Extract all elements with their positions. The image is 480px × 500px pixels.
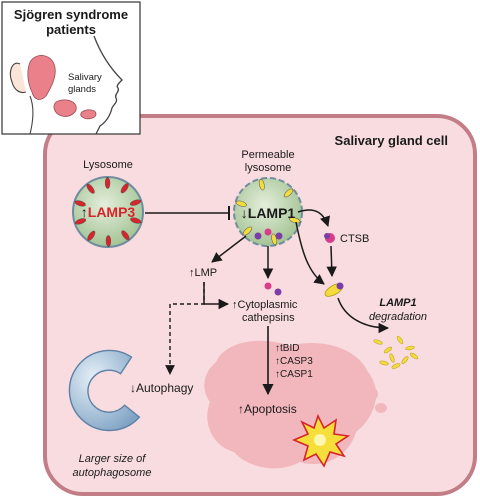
permeable-lysosome: Permeable lysosome ↓LAMP1 <box>233 149 303 247</box>
cell-title: Salivary gland cell <box>335 133 448 148</box>
lamp3-protein <box>130 217 142 224</box>
lamp1-fragment <box>373 339 383 345</box>
cathepsins-text: Cytoplasmic <box>238 299 298 311</box>
submandibular-gland <box>53 99 77 117</box>
autophagosome-caption-line1: Larger size of <box>79 453 147 465</box>
cathepsin-dot <box>264 228 272 236</box>
cathepsin-dot <box>264 282 272 290</box>
arrow-lysosome-to-lmp <box>211 235 247 263</box>
autophagy-text: Autophagy <box>136 381 193 395</box>
inset-label-line1: Salivary <box>68 72 102 83</box>
lamp1-fragment <box>383 346 393 354</box>
neck-outline <box>29 95 34 135</box>
lamp1-protein <box>242 226 253 236</box>
dashed-path-lmp-to-autophagy <box>165 282 205 375</box>
lamp3-protein <box>105 235 112 247</box>
lamp1-protein <box>258 179 265 191</box>
cathepsins-line2: cathepsins <box>242 312 295 324</box>
apoptosis-text: Apoptosis <box>244 402 297 416</box>
lamp1-fragment <box>389 353 395 363</box>
lamp3-arrow: ↑ <box>81 204 88 220</box>
lysosome-label: Lysosome <box>83 159 133 171</box>
apoptosis-label: ↑Apoptosis <box>238 402 297 416</box>
inset-title-line2: patients <box>46 22 96 37</box>
lamp3-marker: ↑LAMP3 <box>81 204 136 220</box>
lamp1-fragment <box>391 363 401 369</box>
mediator-casp3: ↑CASP3 <box>275 356 313 367</box>
lamp1-proteins <box>235 178 301 246</box>
apoptotic-fragment <box>222 369 230 375</box>
arrow-lysosome-to-ctsb <box>297 209 330 227</box>
apoptotic-fragment-blobs <box>222 369 387 413</box>
lamp1-fragment <box>401 356 409 364</box>
apoptosis-mediators: ↑tBID ↑CASP3 ↑CASP1 <box>275 343 313 380</box>
lamp1-marker: ↓LAMP1 <box>241 205 296 221</box>
sublingual-gland <box>80 109 97 120</box>
lamp1-fragment <box>396 335 404 345</box>
escaping-cathepsins <box>254 228 283 240</box>
cathepsin-dot <box>254 232 262 240</box>
parotid-gland <box>27 55 56 100</box>
ctsb: CTSB <box>297 209 369 278</box>
ctsb-bound-icon <box>336 282 344 290</box>
autophagy-arrow: ↓ <box>130 381 136 395</box>
permeable-lysosome-label-line2: lysosome <box>245 162 291 174</box>
ctsb-icon-inner <box>324 233 330 239</box>
mediator-tbid: ↑tBID <box>275 343 299 354</box>
lamp3-protein <box>86 183 95 194</box>
lamp1-protein <box>271 233 278 245</box>
lamp1-fragments <box>373 335 419 369</box>
cathepsins-arrow: ↑ <box>232 299 238 311</box>
autophagosome-caption-line2: autophagosome <box>73 467 152 479</box>
lamp1-protein <box>283 188 294 198</box>
lamp1-label: LAMP1 <box>248 205 296 221</box>
lamp3-protein <box>120 183 129 194</box>
lmp-text: LMP <box>195 267 218 279</box>
lamp1-fragment <box>379 360 389 366</box>
ctsb-label: CTSB <box>340 233 369 245</box>
inset-title-line1: Sjögren syndrome <box>14 7 128 22</box>
apoptotic-fragment <box>375 403 387 413</box>
lmp-arrow: ↑ <box>189 267 195 279</box>
lamp3-protein <box>87 230 96 241</box>
lamp1-fragment <box>409 352 419 360</box>
lamp1-degradation-line1: LAMP1 <box>379 297 416 309</box>
lamp3-protein <box>104 177 111 189</box>
lysosome: Lysosome ↑LAMP3 <box>72 159 144 248</box>
arrow-to-degradation <box>337 297 390 334</box>
cathepsin-dot <box>275 232 283 240</box>
lamp3-protein <box>74 200 86 207</box>
lamp1-degradation-line2: degradation <box>369 311 427 323</box>
lamp1-arrow: ↓ <box>241 205 248 221</box>
lamp1-protein <box>289 217 301 224</box>
apoptotic-fragment <box>354 385 378 403</box>
lamp3-protein <box>129 199 141 206</box>
cathepsin-dot <box>274 288 282 296</box>
mediator-casp1: ↑CASP1 <box>275 369 313 380</box>
lamp3-protein <box>121 230 130 241</box>
explosion-core <box>314 434 326 446</box>
arrow-ctsb-to-lamp1 <box>326 245 337 278</box>
lamp1-cleavage-complex <box>324 282 344 297</box>
lamp3-label: LAMP3 <box>88 204 136 220</box>
lamp3-proteins <box>74 176 142 248</box>
autophagy-label: ↓Autophagy <box>130 381 193 395</box>
apoptosis-arrow: ↑ <box>238 402 244 416</box>
lamp1-fragment <box>405 345 415 351</box>
patient-inset: Sjögren syndrome patients Salivary gland… <box>1 1 141 135</box>
autophagosome-icon <box>68 349 141 432</box>
lmp-label: ↑LMP <box>189 267 217 279</box>
cathepsins-line1: ↑Cytoplasmic <box>232 299 298 311</box>
ear-drawing <box>9 62 27 94</box>
inset-label-line2: glands <box>68 84 96 95</box>
lamp1-protein <box>235 200 247 207</box>
face-profile-drawing <box>93 35 123 135</box>
lamp3-protein <box>75 218 87 225</box>
permeable-lysosome-label-line1: Permeable <box>241 149 294 161</box>
arrow-lamp1-to-cleavage <box>295 221 325 285</box>
